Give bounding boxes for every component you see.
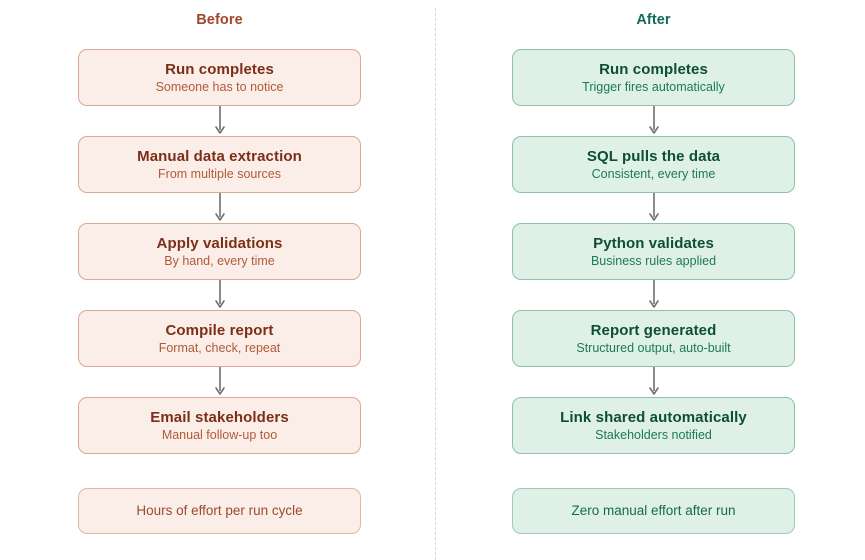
step-title: Link shared automatically [560, 408, 747, 426]
step-subtitle: Business rules applied [590, 253, 717, 268]
step-title: Manual data extraction [137, 147, 302, 165]
flow-arrow-down-icon [213, 193, 227, 223]
after-summary-box: Zero manual effort after run [512, 488, 795, 534]
step-subtitle: Manual follow-up too [161, 427, 278, 442]
step-title: Apply validations [156, 234, 283, 252]
flow-arrow-down-icon [647, 193, 661, 223]
flow-arrow-down-icon [213, 280, 227, 310]
step-subtitle: Structured output, auto-built [576, 340, 731, 355]
flow-arrow-down-icon [647, 367, 661, 397]
step-title: Run completes [599, 60, 708, 78]
flow-arrow-down-icon [213, 106, 227, 136]
step-subtitle: Someone has to notice [155, 79, 284, 94]
step-title: Run completes [165, 60, 274, 78]
flow-arrow-down-icon [647, 106, 661, 136]
step-title: Report generated [590, 321, 717, 339]
flow-arrow-down-icon [213, 367, 227, 397]
step-subtitle: Trigger fires automatically [582, 79, 725, 94]
column-divider [435, 8, 436, 560]
before-summary-box: Hours of effort per run cycle [78, 488, 361, 534]
step-title: Compile report [165, 321, 274, 339]
flow-arrow-down-icon [647, 280, 661, 310]
step-subtitle: Format, check, repeat [158, 340, 281, 355]
before-column-heading: Before [196, 12, 243, 28]
step-title: SQL pulls the data [586, 147, 721, 165]
step-title: Python validates [593, 234, 714, 252]
step-subtitle: By hand, every time [164, 253, 275, 268]
step-subtitle: From multiple sources [158, 166, 281, 181]
step-subtitle: Stakeholders notified [595, 427, 712, 442]
after-column-heading: After [636, 12, 671, 28]
step-title: Email stakeholders [150, 408, 289, 426]
step-subtitle: Consistent, every time [591, 166, 716, 181]
